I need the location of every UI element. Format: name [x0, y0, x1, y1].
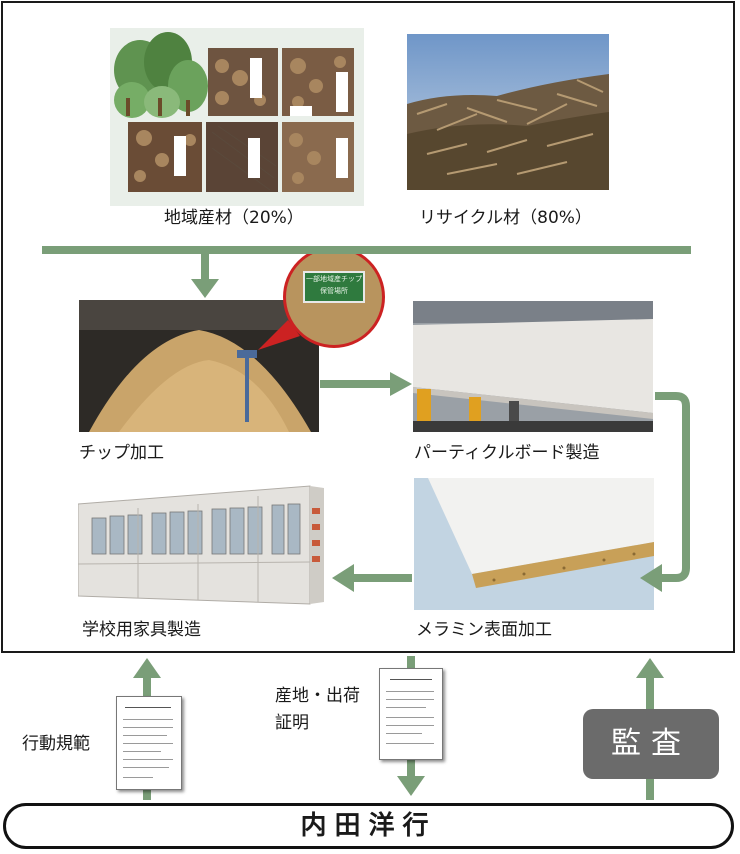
origin-label-line1: 産地・出荷 [275, 686, 360, 706]
local-wood-photo [110, 28, 364, 206]
chip-storage-sign: 一部地域産チップ 保管場所 [303, 271, 365, 303]
chip-label: チップ加工 [79, 443, 164, 463]
melamine-label: メラミン表面加工 [416, 620, 552, 640]
origin-label-line2: 証明 [275, 713, 309, 733]
local-wood-label: 地域産材（20%） [164, 208, 304, 228]
code-of-conduct-document [116, 696, 182, 790]
audit-box: 監査 [583, 709, 719, 779]
furniture-photo [78, 478, 324, 608]
melamine-photo [414, 478, 654, 610]
particleboard-photo [413, 301, 653, 432]
recycled-wood-photo [407, 34, 609, 190]
recycled-wood-label: リサイクル材（80%） [419, 208, 592, 228]
company-bar: 内田洋行 [3, 803, 734, 849]
origin-certificate-document [379, 668, 443, 760]
particleboard-label: パーティクルボード製造 [414, 443, 600, 463]
process-frame [1, 1, 735, 653]
code-of-conduct-label: 行動規範 [22, 734, 90, 754]
furniture-label: 学校用家具製造 [82, 620, 201, 640]
